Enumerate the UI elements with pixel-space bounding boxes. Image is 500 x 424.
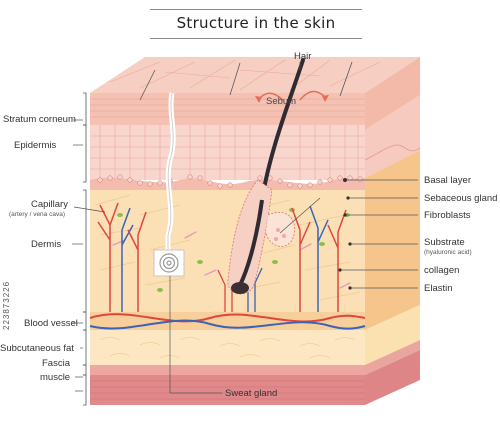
sweat-gland-coil	[159, 253, 179, 273]
label-substrate: Substrate	[424, 237, 465, 248]
label-collagen: collagen	[424, 265, 460, 276]
capillary-center	[217, 267, 263, 312]
label-basal-layer: Basal layer	[424, 175, 471, 186]
label-fascia: Fascia	[42, 358, 70, 369]
side-dermis	[365, 150, 420, 330]
label-stratum-corneum: Stratum corneum	[3, 114, 76, 125]
surface-texture	[109, 59, 381, 91]
epidermis-cells	[90, 125, 365, 180]
left-leaders	[72, 119, 106, 392]
sebaceous-gland	[265, 212, 296, 247]
front-epidermis	[90, 125, 365, 180]
front-dermis	[90, 190, 365, 315]
right-leaders	[169, 62, 418, 394]
surface-pointers	[139, 61, 353, 101]
stock-id-watermark: 223873226	[2, 280, 11, 330]
side-fascia	[365, 340, 420, 375]
basal-layer-wave	[90, 177, 365, 190]
right-leader-dots	[338, 178, 352, 290]
label-dermis: Dermis	[31, 239, 62, 250]
front-stratum	[90, 93, 365, 125]
label-sebum: Sebum	[266, 96, 297, 107]
capillary-left	[97, 202, 147, 312]
label-capillary: Capillary	[31, 199, 68, 210]
label-hair: Hair	[294, 51, 312, 62]
side-epidermis	[365, 95, 420, 178]
skin-top-surface	[90, 57, 420, 93]
label-fibroblasts: Fibroblasts	[424, 210, 471, 221]
label-elastin: Elastin	[424, 283, 453, 294]
artery-horizontal	[89, 313, 366, 323]
muscle-striations	[90, 380, 365, 400]
vein-horizontal	[89, 319, 366, 330]
label-capillary-note: (artery / vena cava)	[9, 211, 65, 218]
title-rule-top	[150, 9, 362, 10]
stratum-lines	[90, 98, 365, 118]
label-epidermis: Epidermis	[14, 140, 57, 151]
label-subcutaneous-fat: Subcutaneous fat	[0, 343, 74, 354]
side-fat	[365, 305, 420, 365]
title-rule-bottom	[150, 38, 362, 39]
label-blood-vessel: Blood vessel	[24, 318, 78, 329]
label-muscle: muscle	[40, 372, 71, 383]
label-sweat-gland: Sweat gland	[225, 388, 278, 399]
front-fascia	[90, 365, 365, 375]
blood-vessel-band	[90, 312, 365, 330]
basal-dots	[97, 174, 363, 189]
front-fat	[90, 330, 365, 365]
label-sebaceous-gland: Sebaceous gland	[424, 193, 498, 204]
side-stratum	[365, 57, 420, 130]
label-substrate-note: (hyaluronic acid)	[424, 249, 472, 256]
page-title: Structure in the skin	[176, 14, 336, 32]
left-brackets	[83, 92, 87, 406]
side-muscle	[365, 350, 420, 405]
front-muscle	[90, 375, 365, 405]
